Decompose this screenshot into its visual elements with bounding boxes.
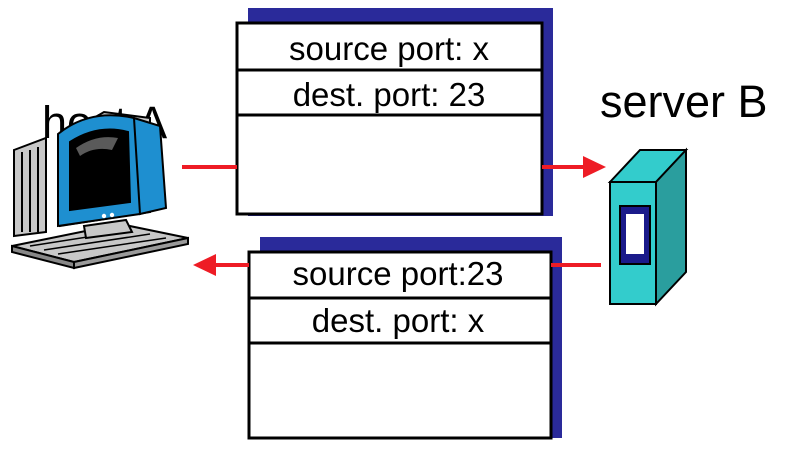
segment-back-dest-port: dest. port: x <box>312 302 485 339</box>
segment-back-box <box>247 250 553 440</box>
host-computer-icon <box>11 110 189 270</box>
segment-out-box <box>235 21 544 216</box>
arrow-segment-to-host <box>193 254 249 276</box>
segment-out-source-port: source port: x <box>289 30 489 67</box>
segment-out: source port: x dest. port: 23 <box>235 8 553 216</box>
segment-back: source port:23 dest. port: x <box>247 237 562 440</box>
segment-back-source-port: source port:23 <box>293 255 504 292</box>
server-icon <box>607 147 689 307</box>
segment-out-dest-port: dest. port: 23 <box>293 76 486 113</box>
arrow-segment-to-server <box>542 156 606 178</box>
server-label: server B <box>600 76 768 127</box>
